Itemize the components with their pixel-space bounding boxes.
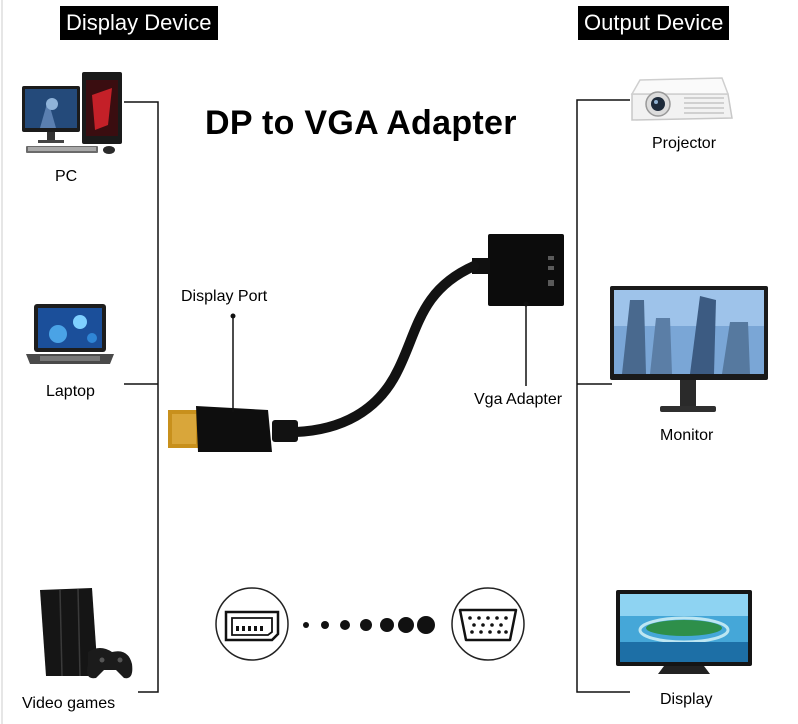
displayport-connector xyxy=(168,406,272,452)
callout-dot-displayport xyxy=(230,313,236,319)
vga-adapter-body xyxy=(472,234,564,306)
pc-icon xyxy=(22,72,122,154)
tv-display-icon xyxy=(616,590,752,674)
callout-vga-adapter: Vga Adapter xyxy=(474,391,563,408)
diagram-title: DP to VGA Adapter xyxy=(205,104,517,142)
projector-icon xyxy=(630,77,733,121)
displayport-port-icon xyxy=(215,587,289,661)
label-projector: Projector xyxy=(652,135,717,152)
cable-strain-relief xyxy=(272,420,298,442)
label-laptop: Laptop xyxy=(46,383,95,400)
header-output-device: Output Device xyxy=(578,6,730,40)
right-bracket-lines xyxy=(576,99,630,693)
left-bracket-lines xyxy=(124,101,159,693)
transition-dots xyxy=(303,616,435,634)
label-video-games: Video games xyxy=(22,695,116,712)
label-display: Display xyxy=(660,691,713,708)
label-pc: PC xyxy=(55,168,78,185)
label-monitor: Monitor xyxy=(660,427,714,444)
callout-lines xyxy=(232,304,527,412)
header-display-device: Display Device xyxy=(60,6,218,40)
monitor-icon xyxy=(610,286,768,412)
callout-display-port: Display Port xyxy=(181,288,268,305)
callout-dot-vga xyxy=(523,301,529,307)
laptop-icon xyxy=(26,304,114,364)
game-console-icon xyxy=(40,588,133,679)
adapter-cable xyxy=(291,261,479,437)
vga-port-icon xyxy=(451,587,525,661)
